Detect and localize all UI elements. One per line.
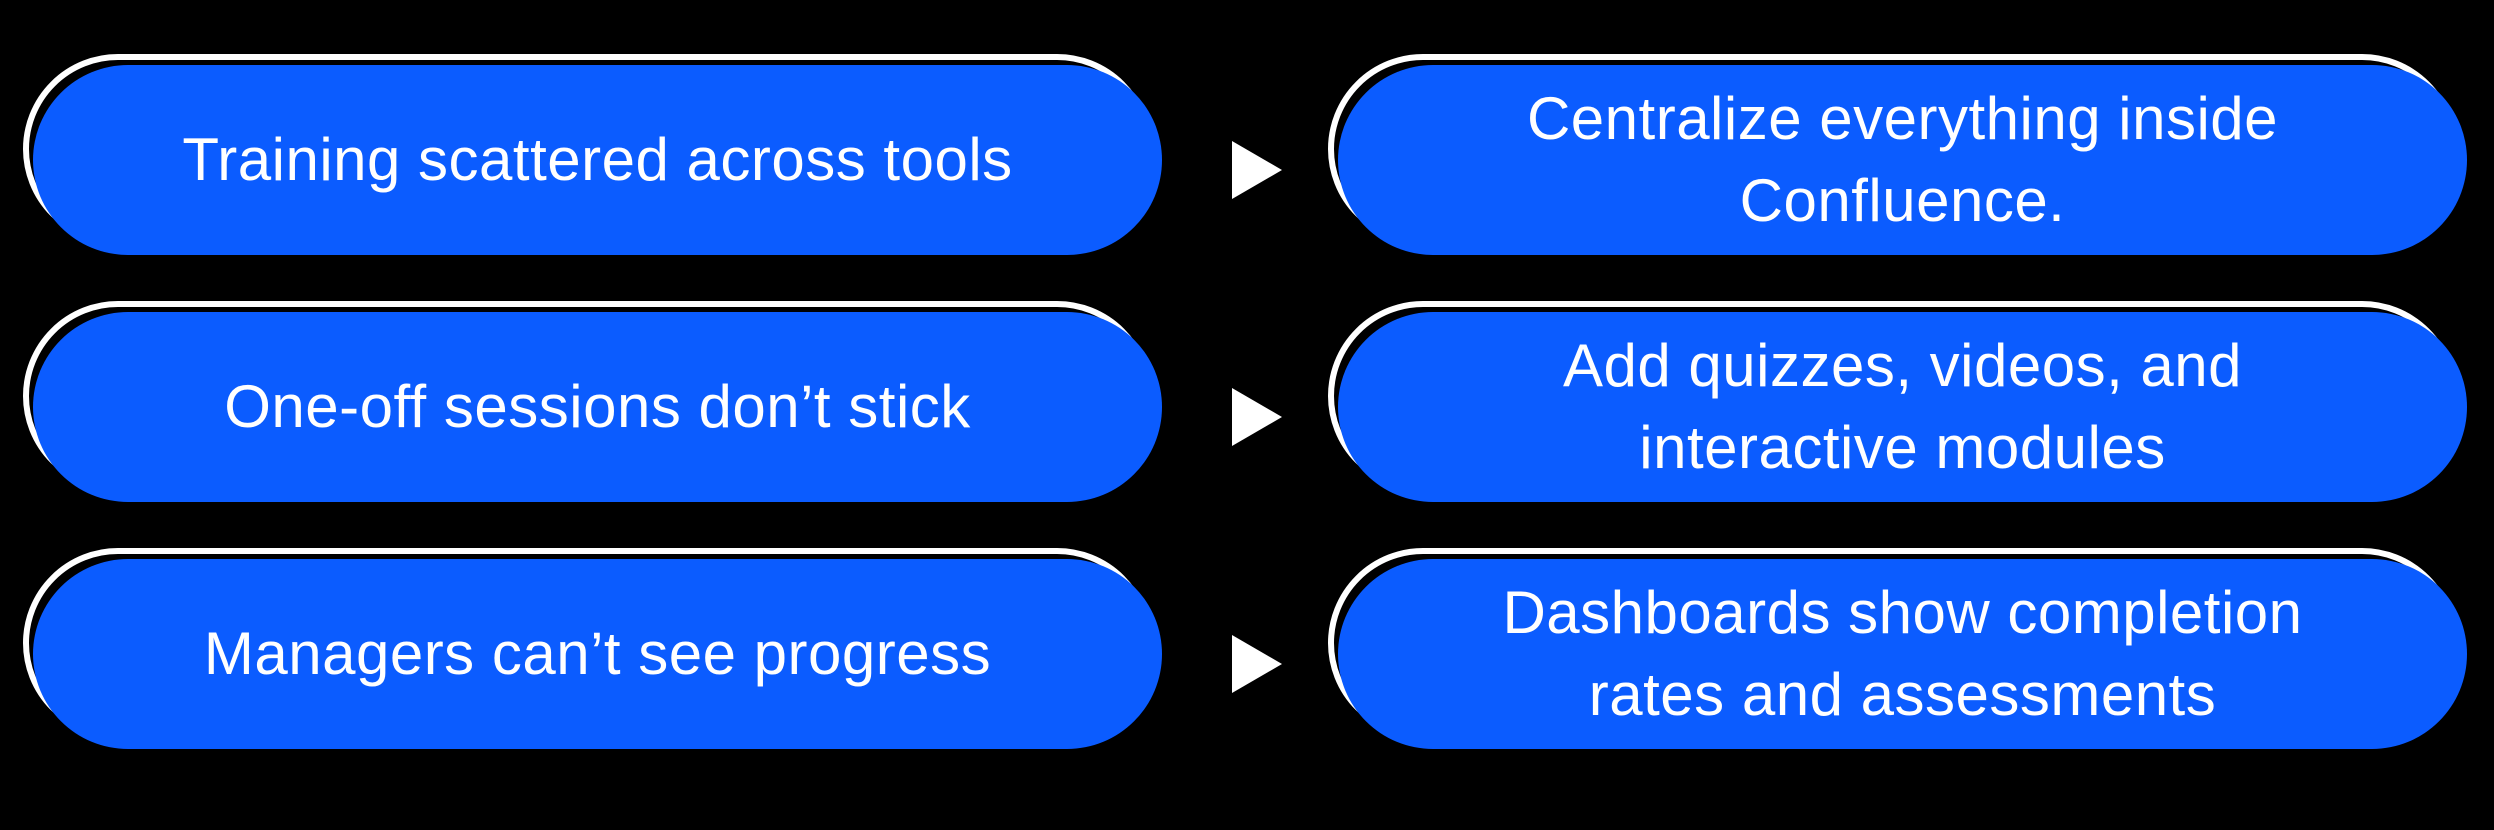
diagram-row: Training scattered across tools Centrali…	[0, 54, 2494, 255]
solution-label-line2: rates and assessments	[1588, 661, 2217, 728]
problem-pill-shape: Managers can’t see progress	[33, 559, 1162, 749]
problem-pill: One-off sessions don’t stick	[23, 301, 1162, 502]
right-triangle-arrow-icon	[1232, 635, 1282, 693]
solution-pill: Dashboards show completion rates and ass…	[1328, 548, 2467, 749]
problem-pill: Training scattered across tools	[23, 54, 1162, 255]
problem-label: Training scattered across tools	[182, 126, 1013, 193]
right-triangle-arrow-icon	[1232, 141, 1282, 199]
solution-pill-shape: Add quizzes, videos, and interactive mod…	[1338, 312, 2467, 502]
problem-pill-shape: One-off sessions don’t stick	[33, 312, 1162, 502]
solution-pill: Add quizzes, videos, and interactive mod…	[1328, 301, 2467, 502]
solution-label-line2: interactive modules	[1639, 414, 2166, 481]
solution-pill-shape: Dashboards show completion rates and ass…	[1338, 559, 2467, 749]
problem-pill: Managers can’t see progress	[23, 548, 1162, 749]
diagram-row: Managers can’t see progress Dashboards s…	[0, 548, 2494, 749]
problem-label: Managers can’t see progress	[203, 620, 992, 687]
diagram-row: One-off sessions don’t stick Add quizzes…	[0, 301, 2494, 502]
problem-label: One-off sessions don’t stick	[224, 373, 971, 440]
solution-pill-shape: Centralize everything inside Confluence.	[1338, 65, 2467, 255]
solution-label-line1: Add quizzes, videos, and	[1562, 332, 2243, 399]
right-triangle-arrow-icon	[1232, 388, 1282, 446]
problem-pill-shape: Training scattered across tools	[33, 65, 1162, 255]
solution-label-line1: Dashboards show completion	[1502, 579, 2303, 646]
solution-pill: Centralize everything inside Confluence.	[1328, 54, 2467, 255]
solution-label-line2: Confluence.	[1739, 167, 2066, 234]
solution-label-line1: Centralize everything inside	[1526, 85, 2279, 152]
